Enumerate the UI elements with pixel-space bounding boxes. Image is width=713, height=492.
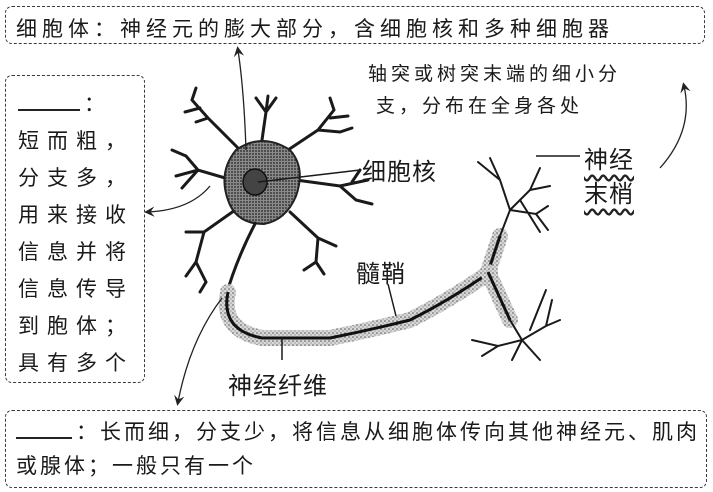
dendrite-description: ：短而粗，分支多，用来接收信息并将信息传导到胞体；具有多个 (18, 92, 134, 375)
nerve-ending-label-line2: 末梢 (584, 180, 634, 208)
nerve-fiber-label: 神经纤维 (228, 372, 328, 400)
axon-description: ：长而细，分支少，将信息从细胞体传向其他神经元、肌肉或腺体；一般只有一个 (16, 420, 700, 478)
nerve-ending-note: 轴突或树突末端的细小分 支，分布在全身各处 (368, 58, 621, 122)
myelinated-axon (218, 228, 518, 346)
axon-box: ：长而细，分支少，将信息从细胞体传向其他神经元、肌肉或腺体；一般只有一个 (5, 410, 707, 488)
arrow-to-dendrite-box (144, 185, 211, 217)
nucleus-label: 细胞核 (362, 158, 437, 186)
dendrite-answer-blank[interactable] (18, 93, 80, 111)
axon-answer-blank[interactable] (16, 421, 72, 439)
nucleus (242, 168, 268, 196)
arrow-to-nerve-ending-note (659, 82, 691, 169)
myelin-leader (387, 283, 397, 317)
cell-body-description: 细胞体：神经元的膨大部分，含细胞核和多种细胞器 (16, 17, 614, 41)
myelin-sheath-label: 髓鞘 (356, 260, 406, 288)
dendrite-box: ：短而粗，分支多，用来接收信息并将信息传导到胞体；具有多个 (5, 75, 145, 383)
arrow-to-axon-box (174, 297, 223, 406)
arrow-to-cell-body-box (233, 46, 247, 151)
nerve-ending-note-line2: 支，分布在全身各处 (376, 95, 584, 117)
nerve-ending-note-line1: 轴突或树突末端的细小分 (368, 63, 622, 85)
nerve-endings (471, 157, 561, 361)
nucleus-leader (257, 169, 361, 183)
dendrites (170, 86, 374, 294)
cell-body-box: 细胞体：神经元的膨大部分，含细胞核和多种细胞器 (5, 6, 705, 44)
nerve-ending-label-line1: 神经 (584, 146, 634, 174)
